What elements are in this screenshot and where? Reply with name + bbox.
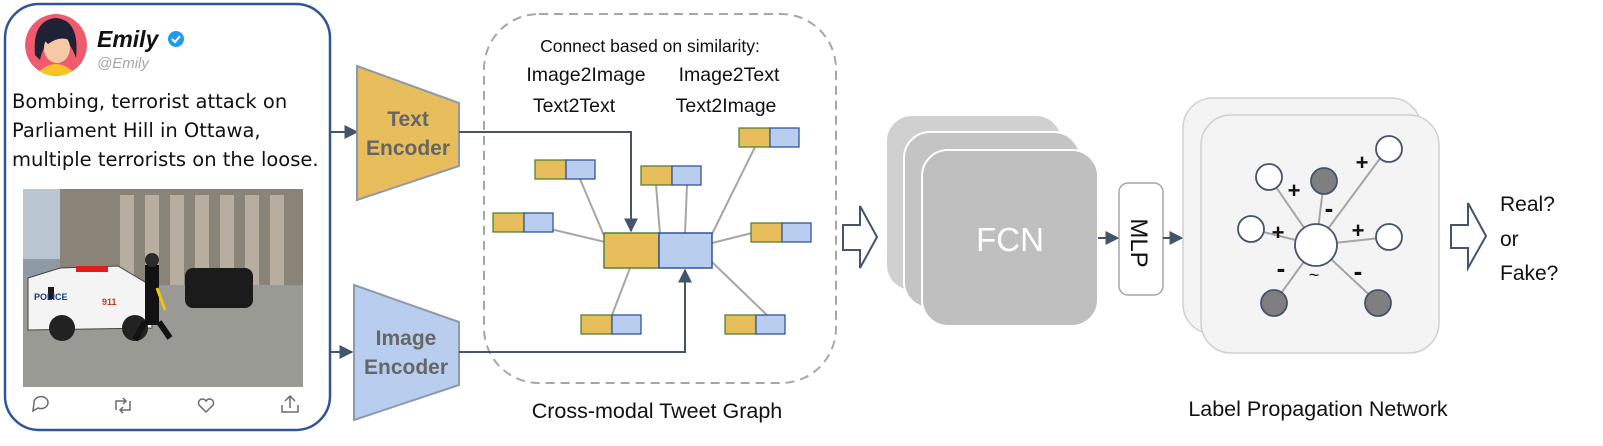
neighbor-node — [534, 159, 596, 180]
lpn-sign: - — [1277, 253, 1286, 283]
tweet-text-line-3: multiple terrorists on the loose. — [12, 148, 319, 171]
central-image-feature — [658, 232, 713, 269]
rule-text2image: Text2Image — [676, 95, 777, 117]
photo-police-label: POLICE — [34, 292, 68, 302]
lpn-sign: + — [1288, 178, 1301, 203]
lpn-center-symbol: ~ — [1309, 265, 1320, 285]
graph-caption: Cross-modal Tweet Graph — [532, 399, 783, 423]
image-encoder-label-1: Image — [376, 327, 437, 350]
rule-image2text: Image2Text — [679, 64, 780, 86]
label-propagation-network: ~ + - + + + - - Label Propagation Networ… — [1182, 97, 1448, 421]
text-encoder-label-2: Encoder — [366, 137, 450, 160]
lpn-node — [1237, 215, 1265, 243]
text-encoder: Text Encoder — [356, 64, 460, 202]
hollow-arrow-icon — [1450, 202, 1488, 272]
text-encoder-label-1: Text — [387, 108, 429, 131]
mlp-block: MLP — [1118, 182, 1164, 296]
lpn-node — [1375, 223, 1403, 251]
image-encoder-to-graph-arrow — [459, 268, 692, 353]
handle: @Emily — [97, 55, 150, 72]
neighbor-node — [724, 314, 786, 335]
neighbor-node — [738, 127, 800, 148]
graph-heading: Connect based on similarity: — [540, 36, 760, 56]
lpn-sign: - — [1354, 256, 1363, 286]
output-question: Real? or Fake? — [1500, 193, 1558, 285]
central-text-feature — [603, 232, 660, 269]
fcn-block: FCN — [885, 114, 1099, 327]
retweet-icon[interactable] — [115, 397, 131, 414]
neighbor-node — [640, 165, 702, 186]
image-encoder-label-2: Encoder — [364, 356, 448, 379]
image-encoder: Image Encoder — [353, 283, 460, 422]
lpn-sign: + — [1272, 220, 1285, 245]
rule-text2text: Text2Text — [533, 95, 616, 117]
text-encoder-to-graph-arrow — [459, 131, 638, 233]
rule-image2image: Image2Image — [526, 64, 645, 86]
lpn-sign: - — [1325, 193, 1334, 223]
tweet-text-line-2: Parliament Hill in Ottawa, — [12, 119, 261, 142]
lpn-caption: Label Propagation Network — [1188, 397, 1448, 421]
hollow-arrow-icon — [842, 205, 879, 269]
output-real: Real? — [1500, 193, 1555, 216]
lpn-node — [1364, 289, 1392, 317]
graph-frame — [483, 13, 837, 384]
lpn-sign: + — [1352, 218, 1365, 243]
mlp-label: MLP — [1125, 218, 1152, 267]
reply-icon[interactable] — [32, 395, 49, 413]
lpn-node — [1260, 289, 1288, 317]
neighbor-node — [492, 212, 554, 233]
tweet-text-line-1: Bombing, terrorist attack on — [12, 90, 287, 113]
lpn-node — [1255, 163, 1283, 191]
lpn-sign: + — [1356, 150, 1369, 175]
fcn-label: FCN — [976, 221, 1044, 258]
output-fake: Fake? — [1500, 262, 1558, 285]
cross-modal-graph: Connect based on similarity: Image2Image… — [483, 13, 837, 423]
lpn-node — [1375, 135, 1403, 163]
like-icon[interactable] — [197, 398, 215, 414]
tweet-card: Emily @Emily Bombing, terrorist attack o… — [3, 2, 332, 432]
share-icon[interactable] — [281, 394, 299, 413]
neighbor-node — [750, 222, 812, 243]
verified-badge-icon — [168, 31, 184, 47]
photo-911-label: 911 — [102, 297, 117, 307]
tweet-photo: POLICE 911 — [23, 189, 303, 387]
lpn-node — [1310, 167, 1338, 195]
display-name: Emily — [97, 26, 160, 52]
lpn-center-node — [1294, 223, 1338, 267]
neighbor-node — [580, 314, 642, 335]
avatar — [25, 14, 87, 76]
output-or: or — [1500, 228, 1519, 251]
